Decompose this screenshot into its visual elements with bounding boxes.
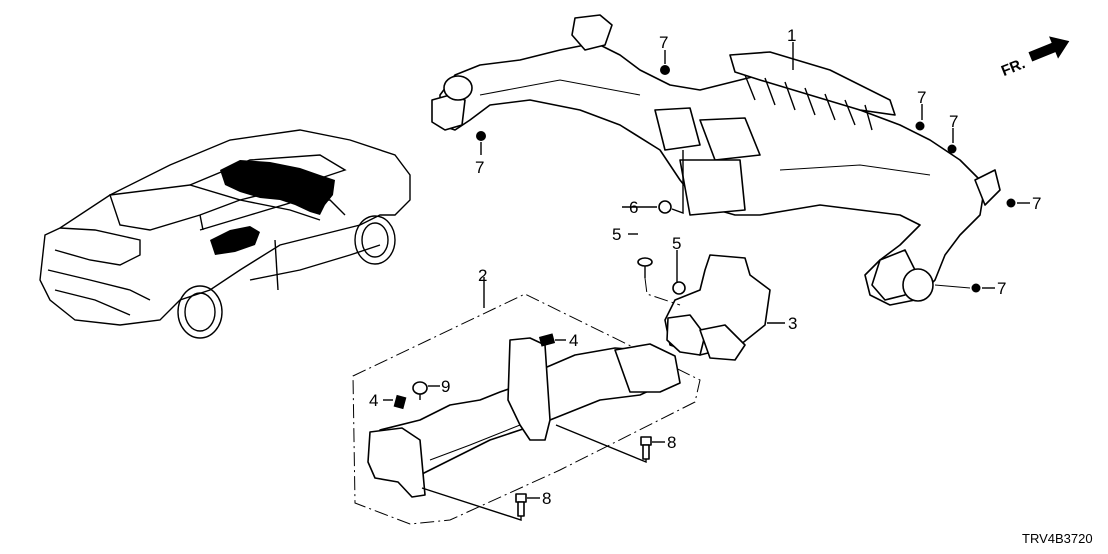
fasteners: [393, 65, 1016, 521]
callout-4-upper: 4: [569, 331, 578, 350]
leader-lines: [383, 42, 1030, 499]
callout-8-right: 8: [667, 433, 676, 452]
bolt-8-b: [421, 487, 527, 521]
part-3-rear-vent-duct: [664, 254, 771, 361]
callout-5-left: 5: [612, 225, 621, 244]
screw-7-e: [1006, 198, 1016, 208]
callout-2: 2: [478, 266, 487, 285]
callout-6: 6: [629, 198, 638, 217]
front-arrow-icon: [1028, 36, 1070, 62]
callout-7-right-b: 7: [949, 112, 958, 131]
callout-5-right: 5: [672, 234, 681, 253]
callout-labels: 1 2 3 4 4 5 5 6 7 7 7 7 7 7 8 8 9: [369, 26, 1041, 508]
vehicle-locator-illustration: [39, 129, 411, 339]
clip-5-b: [672, 281, 686, 295]
callout-8-bottom: 8: [542, 489, 551, 508]
bolt-8-a: [555, 424, 652, 464]
callout-3: 3: [788, 314, 797, 333]
callout-7-bottom: 7: [997, 279, 1006, 298]
front-label: FR.: [999, 55, 1028, 80]
screw-7-b: [476, 131, 486, 141]
callout-9: 9: [441, 377, 450, 396]
callout-7-right-c: 7: [1032, 194, 1041, 213]
callout-7-top: 7: [659, 33, 668, 52]
callout-7-left: 7: [475, 158, 484, 177]
diagram-code: TRV4B3720: [1022, 531, 1093, 546]
nut-6: [658, 150, 684, 214]
callout-4-lower: 4: [369, 391, 378, 410]
part-2-console-duct-assembly: [352, 293, 701, 525]
callout-1: 1: [787, 26, 796, 45]
screw-7-a: [660, 65, 670, 75]
screw-7-f: [971, 283, 981, 293]
clip-4-a: [538, 333, 556, 347]
screw-7-c: [915, 121, 925, 131]
clip-5-a: [637, 257, 681, 306]
callout-7-right-a: 7: [917, 88, 926, 107]
part-1-main-heater-duct: [431, 14, 1001, 306]
clip-9: [412, 381, 428, 400]
clip-4-b: [393, 394, 407, 410]
screw-7-d: [947, 144, 957, 154]
front-direction-indicator: FR.: [999, 36, 1070, 80]
